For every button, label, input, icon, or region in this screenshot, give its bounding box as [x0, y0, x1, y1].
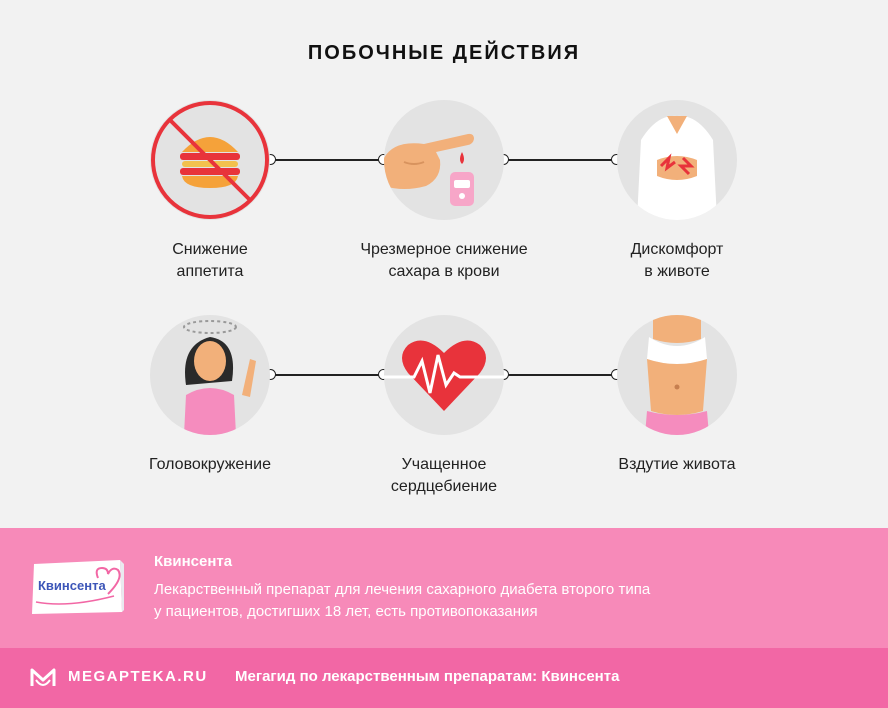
effect-caption-bloating: Вздутие живота — [557, 454, 797, 476]
heart-icon — [384, 315, 504, 435]
effect-caption-discomfort: Дискомфорт в животе — [557, 239, 797, 283]
caption-line: Учащенное — [401, 456, 487, 473]
caption-line: сердцебиение — [390, 478, 498, 495]
megapteka-logo-icon[interactable] — [30, 666, 56, 688]
caption-line: в животе — [644, 263, 710, 280]
effect-caption-dizziness: Головокружение — [90, 454, 330, 476]
blood-sugar-icon — [384, 100, 504, 220]
appetite-icon — [150, 100, 270, 220]
caption-line: аппетита — [176, 263, 244, 280]
footer-guide-text: Мегагид по лекарственным препаратам: Кви… — [235, 668, 620, 685]
bloating-icon — [617, 315, 737, 435]
product-box-label: Квинсента — [38, 578, 106, 593]
caption-line: Чрезмерное снижение — [360, 241, 528, 258]
connector-line — [270, 374, 385, 376]
product-band — [0, 528, 888, 648]
connector-line — [270, 159, 385, 161]
caption-line: Дискомфорт — [630, 241, 724, 258]
connector-line — [503, 374, 618, 376]
product-description: Лекарственный препарат для лечения сахар… — [154, 579, 794, 623]
caption-line: Снижение — [172, 241, 248, 258]
page-title: ПОБОЧНЫЕ ДЕЙСТВИЯ — [307, 42, 581, 64]
product-desc-line: у пациентов, достигших 18 лет, есть прот… — [154, 603, 538, 620]
megapteka-logo-text[interactable]: MEGAPTEKA.RU — [68, 668, 208, 685]
dizziness-icon — [150, 315, 270, 435]
product-name: Квинсента — [154, 553, 233, 570]
effect-caption-sugar: Чрезмерное снижение сахара в крови — [324, 239, 564, 283]
stomach-discomfort-icon — [617, 100, 737, 220]
connector-line — [503, 159, 618, 161]
effect-caption-appetite: Снижение аппетита — [90, 239, 330, 283]
footer-bar — [0, 648, 888, 708]
effect-caption-heartbeat: Учащенное сердцебиение — [324, 454, 564, 498]
caption-line: сахара в крови — [388, 263, 500, 280]
caption-line: Головокружение — [149, 456, 271, 473]
product-box-image: Квинсента — [28, 558, 124, 616]
product-desc-line: Лекарственный препарат для лечения сахар… — [154, 581, 651, 598]
caption-line: Вздутие живота — [618, 456, 736, 473]
